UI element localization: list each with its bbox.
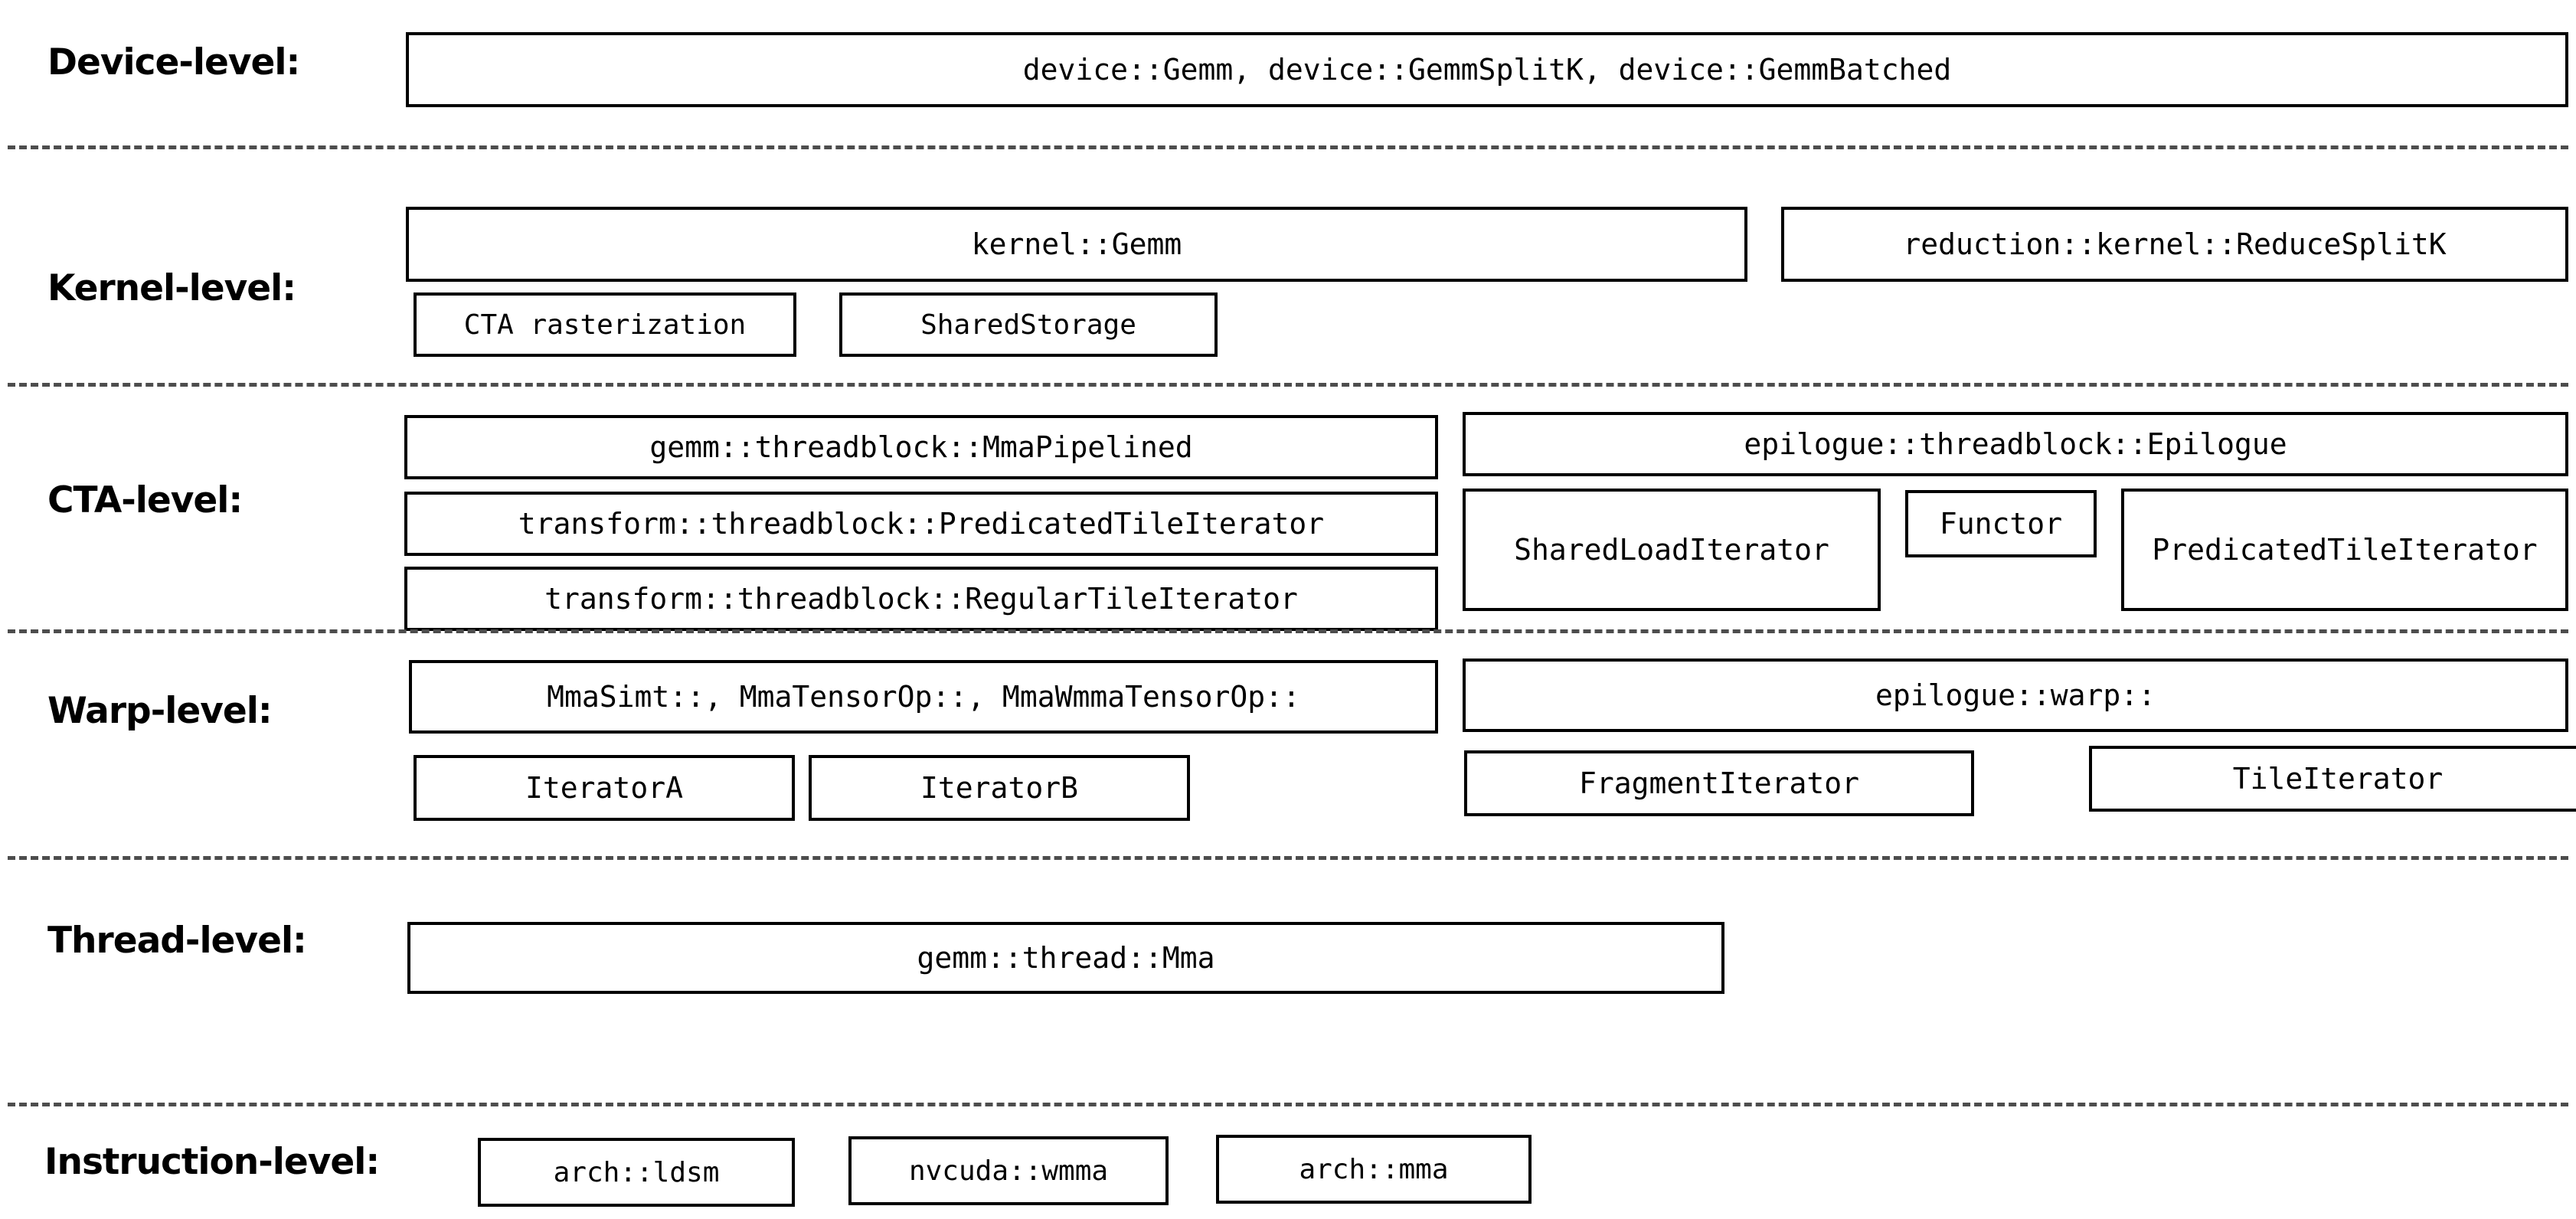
box-device-gemm[interactable]: device::Gemm, device::GemmSplitK, device… — [406, 32, 2568, 107]
box-transform-threadblock-predicatedtileiterator[interactable]: transform::threadblock::PredicatedTileIt… — [404, 492, 1438, 556]
box-mma-warp-ops[interactable]: MmaSimt::, MmaTensorOp::, MmaWmmaTensorO… — [409, 660, 1438, 734]
box-shared-storage[interactable]: SharedStorage — [839, 292, 1218, 357]
box-epilogue-warp[interactable]: epilogue::warp:: — [1463, 659, 2568, 732]
row-label-device-level: Device-level: — [47, 41, 300, 83]
box-gemm-threadblock-mmapipelined[interactable]: gemm::threadblock::MmaPipelined — [404, 415, 1438, 479]
box-fragmentiterator[interactable]: FragmentIterator — [1464, 750, 1974, 816]
box-sharedloaditerator[interactable]: SharedLoadIterator — [1463, 489, 1881, 611]
row-label-thread-level: Thread-level: — [47, 920, 307, 962]
box-cta-rasterization[interactable]: CTA rasterization — [414, 292, 796, 357]
row-label-cta-level: CTA-level: — [47, 479, 243, 521]
row-label-warp-level: Warp-level: — [47, 690, 273, 732]
box-epilogue-threadblock-epilogue[interactable]: epilogue::threadblock::Epilogue — [1463, 412, 2568, 476]
row-label-kernel-level: Kernel-level: — [47, 267, 296, 309]
box-predicatedtileiterator[interactable]: PredicatedTileIterator — [2121, 489, 2568, 611]
box-transform-threadblock-regulartileiterator[interactable]: transform::threadblock::RegularTileItera… — [404, 567, 1438, 631]
box-nvcuda-wmma[interactable]: nvcuda::wmma — [848, 1136, 1169, 1205]
divider-2 — [8, 383, 2568, 387]
box-gemm-thread-mma[interactable]: gemm::thread::Mma — [407, 922, 1724, 994]
divider-5 — [8, 1103, 2568, 1106]
box-iteratorb[interactable]: IteratorB — [809, 755, 1190, 821]
divider-1 — [8, 145, 2568, 149]
box-reduction-kernel-reducesplitk[interactable]: reduction::kernel::ReduceSplitK — [1781, 207, 2568, 282]
box-tileiterator[interactable]: TileIterator — [2089, 746, 2576, 812]
box-functor[interactable]: Functor — [1905, 490, 2097, 557]
divider-4 — [8, 856, 2568, 860]
box-arch-ldsm[interactable]: arch::ldsm — [478, 1138, 795, 1207]
divider-3 — [8, 629, 2568, 633]
box-kernel-gemm[interactable]: kernel::Gemm — [406, 207, 1747, 282]
box-iteratora[interactable]: IteratorA — [414, 755, 795, 821]
row-label-instruction-level: Instruction-level: — [44, 1141, 380, 1183]
box-arch-mma[interactable]: arch::mma — [1216, 1135, 1532, 1204]
